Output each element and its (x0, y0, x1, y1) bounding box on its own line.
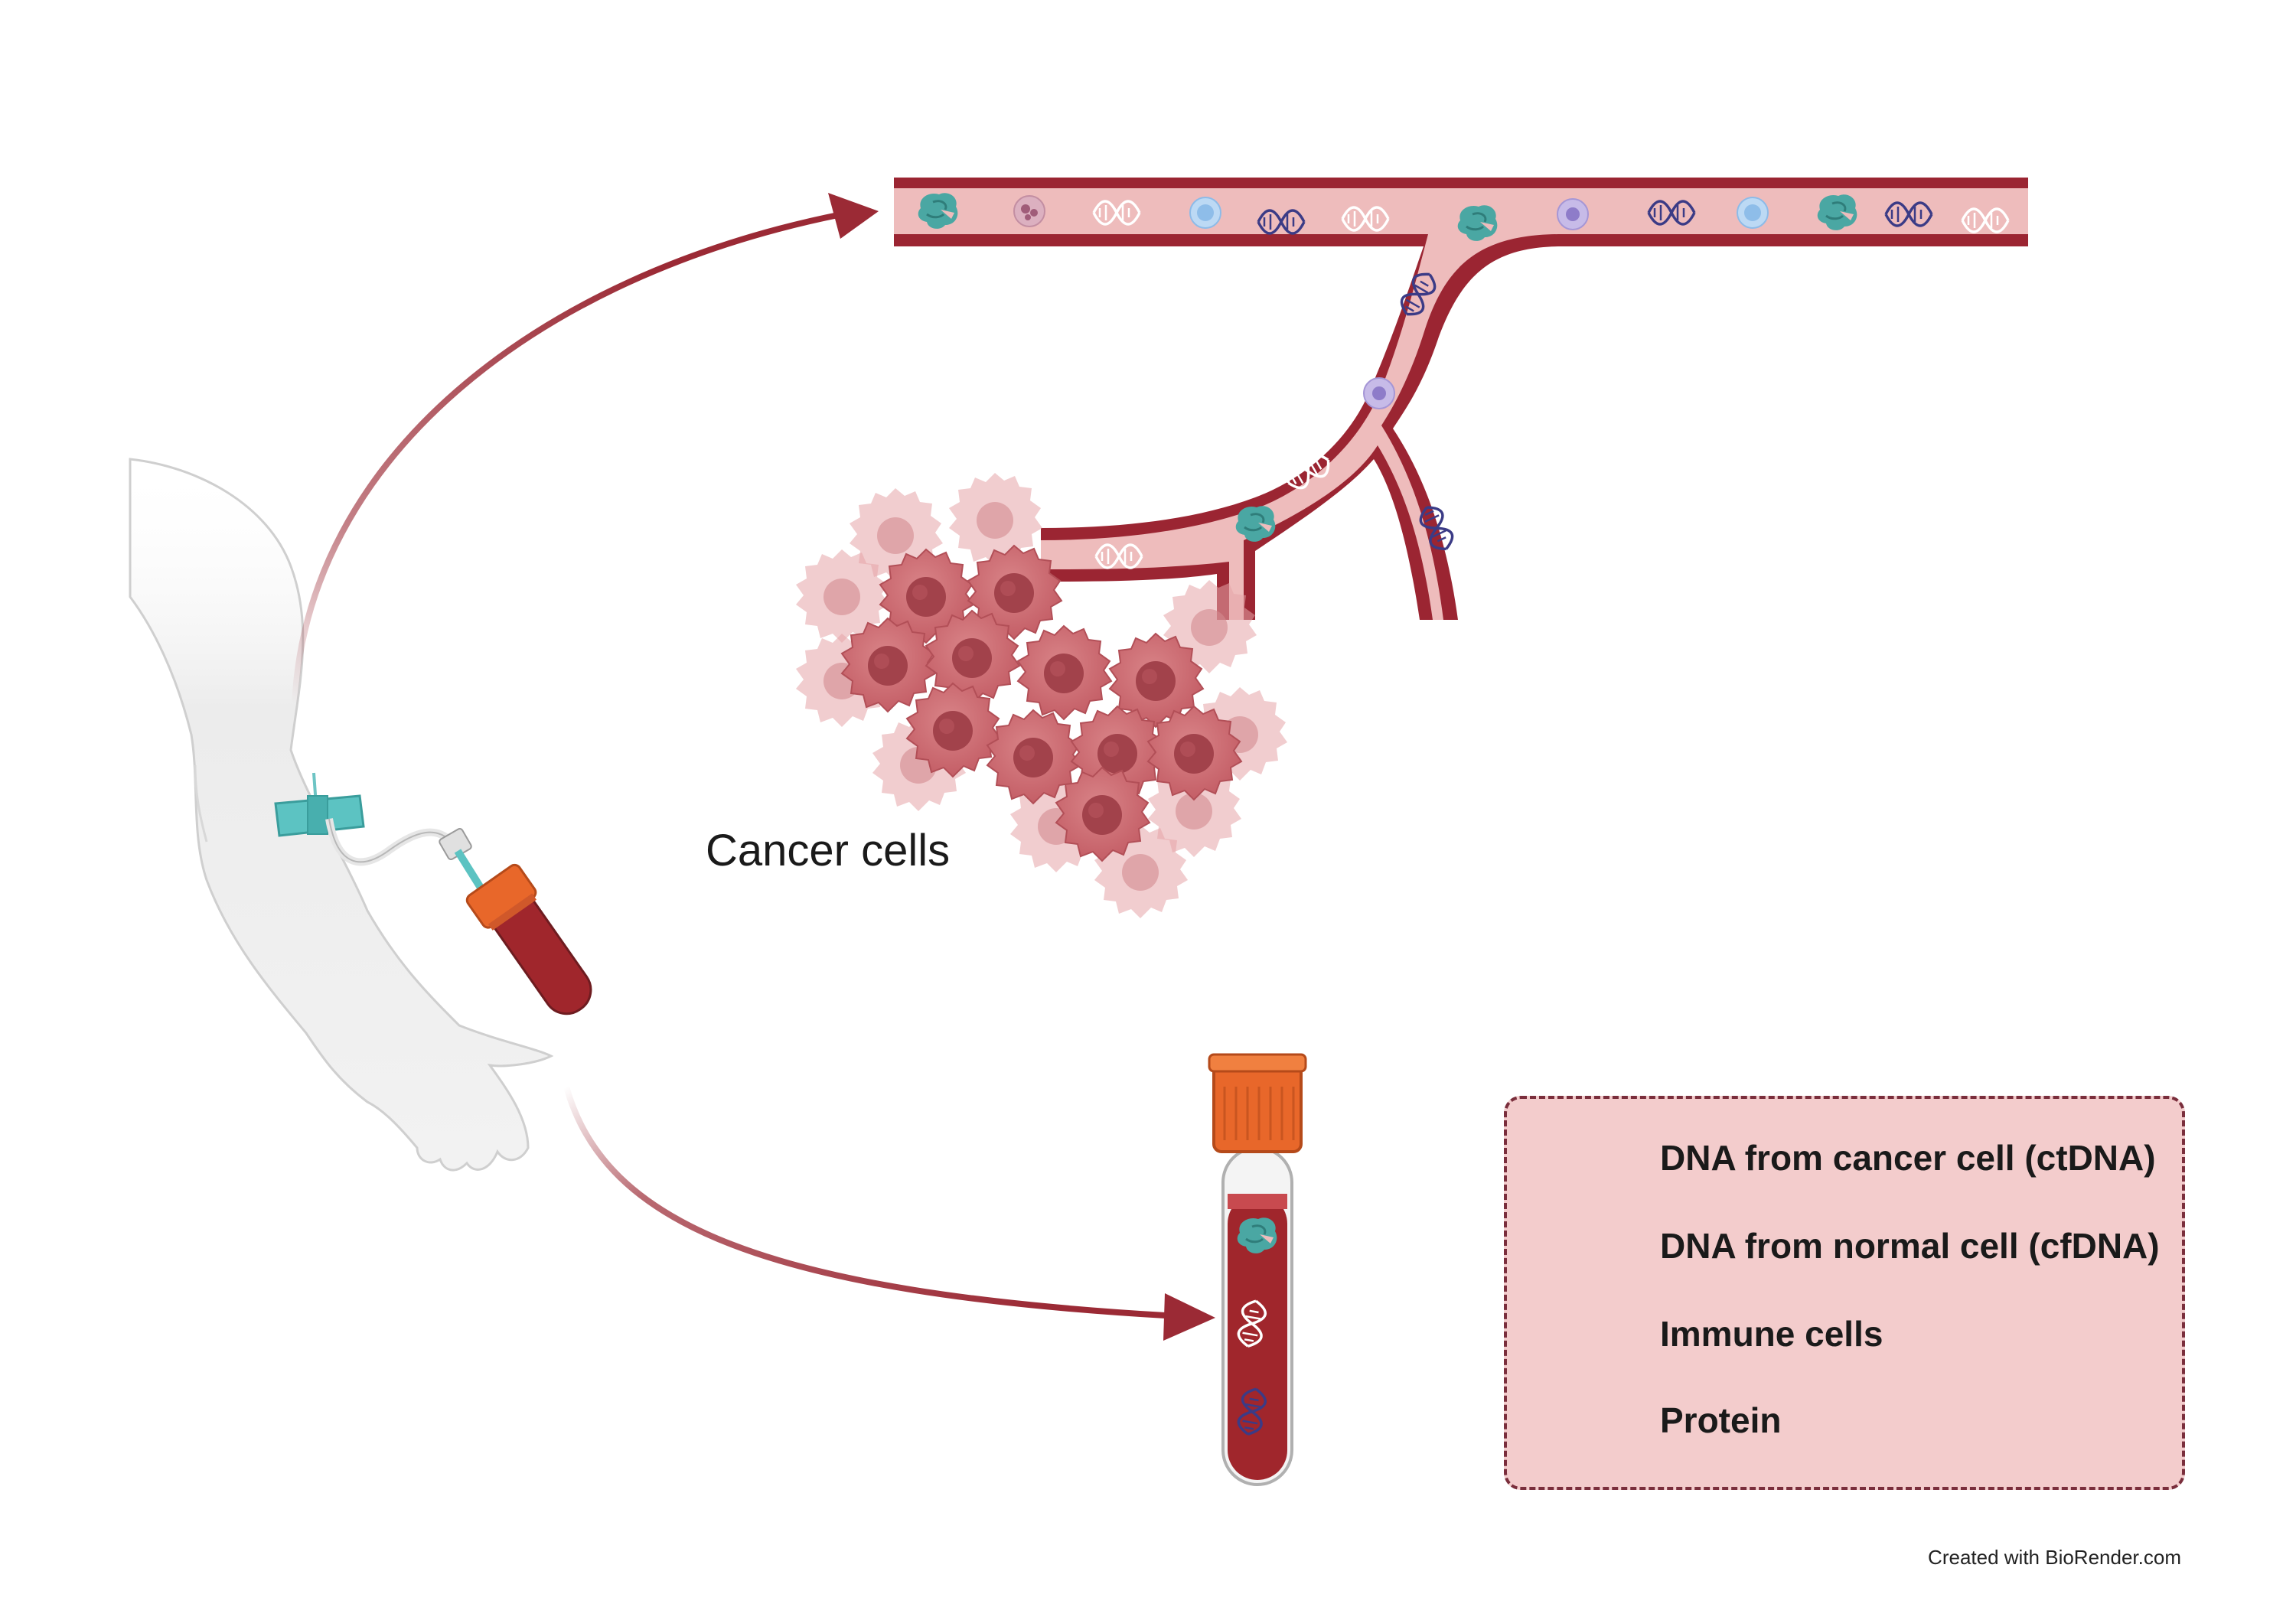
tube-adapter-icon (439, 827, 484, 890)
blood-vessel (894, 178, 2028, 620)
arrow-to-vessel (292, 211, 843, 705)
legend-label-protein: Protein (1660, 1400, 1782, 1440)
biorender-credit: Created with BioRender.com (1928, 1546, 2181, 1569)
collection-tube-small (465, 863, 592, 1015)
legend-label-cfdna: DNA from normal cell (cfDNA) (1660, 1226, 2160, 1266)
cancer-cells-label: Cancer cells (706, 826, 951, 875)
arrow-to-tube (563, 1085, 1179, 1319)
legend-box: DNA from cancer cell (ctDNA) DNA from no… (1504, 1096, 2185, 1490)
patient-arm (129, 458, 554, 1172)
legend-label-ctdna: DNA from cancer cell (ctDNA) (1660, 1138, 2156, 1178)
arrow-head-bottom (1163, 1293, 1215, 1341)
arrow-head-top (828, 193, 879, 239)
blood-sample-tube (1208, 1053, 1307, 1486)
butterfly-needle-icon (274, 772, 365, 837)
legend-label-immune-cells: Immune cells (1660, 1314, 1883, 1354)
